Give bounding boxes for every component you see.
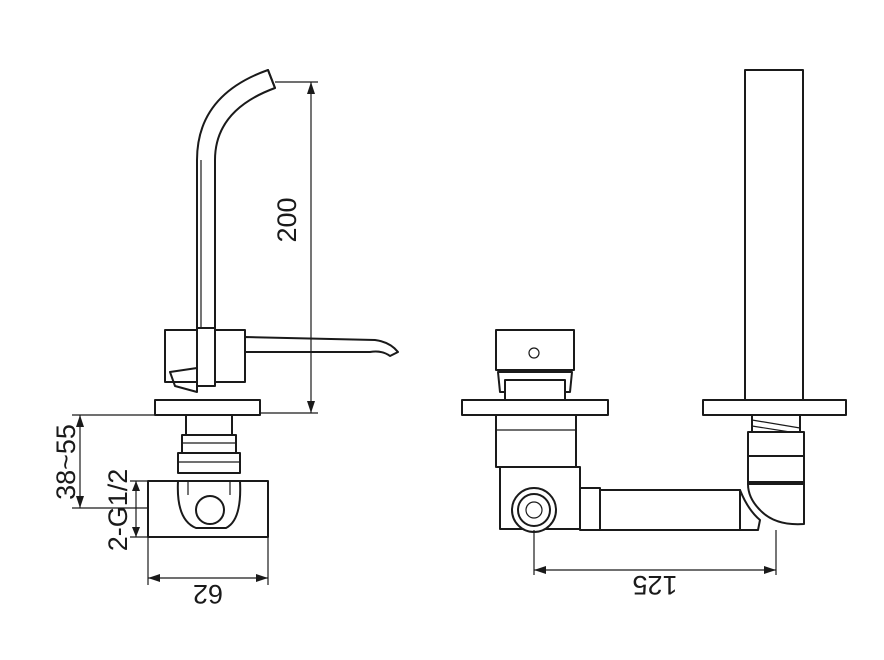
dim-label-62: 62	[193, 579, 223, 609]
front-handle-unit	[461, 329, 609, 468]
front-spout-unit	[702, 69, 847, 526]
thread-label: 2-G1/2	[103, 469, 148, 552]
valve-body	[147, 480, 269, 538]
deck-plate	[154, 399, 261, 416]
dimension-38-55: 38~55	[51, 414, 155, 509]
dim-label-125: 125	[632, 570, 677, 600]
handle-block	[164, 327, 246, 393]
lever-handle	[244, 336, 399, 357]
shank	[177, 414, 241, 474]
dimension-125: 125	[533, 530, 777, 600]
dimension-62: 62	[147, 537, 269, 609]
dimension-200: 200	[260, 81, 318, 414]
dim-label-38-55: 38~55	[51, 424, 81, 500]
front-view: 125	[461, 69, 847, 600]
dim-label-thread: 2-G1/2	[103, 469, 133, 552]
side-view: 200 38~55 2-G1/2 62	[51, 69, 399, 609]
dim-label-200: 200	[272, 197, 302, 242]
connection-pipe	[499, 466, 761, 533]
